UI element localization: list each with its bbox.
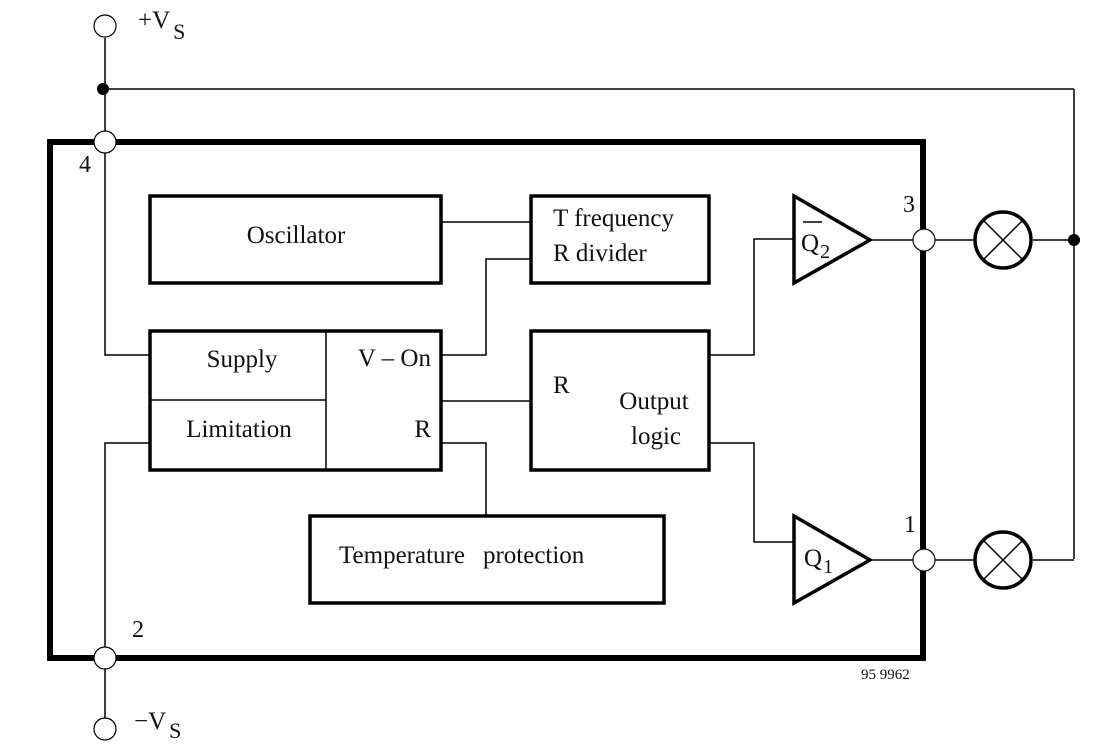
driver-q1-triangle — [792, 512, 874, 607]
frequency-divider-block — [529, 194, 711, 285]
oscillator-label: Oscillator — [247, 222, 346, 249]
driver-q1-label: Q1 — [804, 545, 833, 578]
pin-3[interactable] — [912, 228, 936, 252]
supply-r-label: R — [414, 416, 431, 443]
pin-1[interactable] — [912, 548, 936, 572]
wire-logic-q1 — [709, 442, 793, 543]
driver-q2-triangle — [792, 192, 874, 287]
limitation-label: Limitation — [186, 416, 292, 443]
wire-von-divider — [441, 258, 531, 356]
wires — [104, 38, 1075, 720]
wire-pin4-supply — [104, 142, 150, 356]
output-logic-block — [529, 329, 711, 472]
figure-id: 95 9962 — [861, 667, 910, 683]
wire-r-temp — [441, 442, 487, 516]
driver-q2-label: Q2 — [801, 230, 830, 263]
divider-label-line2: R divider — [553, 240, 647, 267]
pin-2-label: 2 — [132, 617, 144, 643]
pin-4-label: 4 — [79, 152, 91, 178]
output-logic-r-label: R — [553, 372, 570, 399]
terminal-vs-plus[interactable] — [93, 14, 117, 38]
lamp-icon — [973, 530, 1033, 590]
ic-package-outline — [47, 139, 926, 661]
output-logic-label-line1: Output — [619, 388, 689, 415]
terminal-vs-minus[interactable] — [93, 717, 117, 741]
supply-label: Supply — [207, 346, 278, 373]
junction-dot-top — [97, 83, 109, 95]
wire-limitation-pin2 — [104, 442, 150, 650]
oscillator-block — [148, 194, 443, 285]
temperature-protection-block — [308, 514, 666, 605]
pin-1-label: 1 — [904, 512, 916, 538]
pin-3-label: 3 — [903, 192, 915, 218]
divider-label-line1: T frequency — [553, 205, 675, 232]
lamp-icon — [973, 210, 1033, 270]
wire-logic-q2 — [709, 238, 793, 356]
output-logic-label-line2: logic — [631, 423, 681, 450]
pin-4[interactable] — [93, 130, 117, 154]
v-on-label: V – On — [358, 345, 432, 372]
pin-2[interactable] — [93, 646, 117, 670]
junction-dot-right — [1068, 234, 1080, 246]
